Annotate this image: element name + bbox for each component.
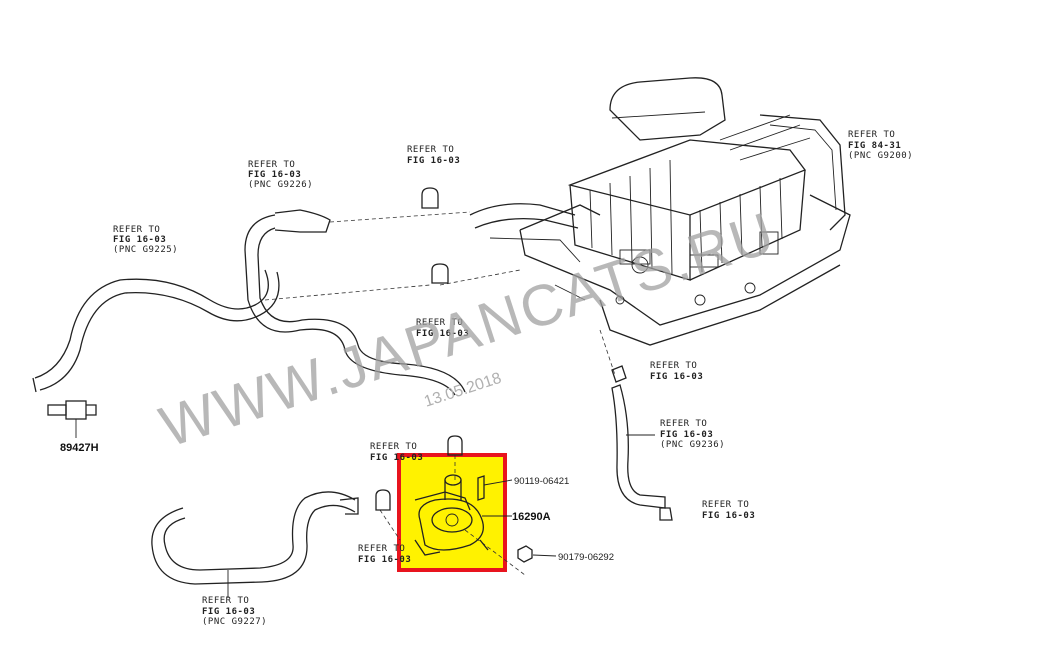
svg-text:FIG 16-03: FIG 16-03 (650, 372, 703, 382)
inverter-assembly (469, 77, 851, 346)
svg-text:REFER TO: REFER TO (650, 361, 697, 371)
refer-label-2: REFER TO FIG 16-03 (PNC G9225) (113, 225, 178, 255)
svg-text:(PNC G9227): (PNC G9227) (202, 617, 267, 627)
svg-text:FIG 16-03: FIG 16-03 (358, 555, 411, 565)
svg-text:FIG 16-03: FIG 16-03 (113, 235, 166, 245)
refer-label-1: REFER TO FIG 16-03 (PNC G9226) (248, 160, 313, 190)
svg-text:REFER TO: REFER TO (358, 544, 405, 554)
svg-text:REFER TO: REFER TO (407, 145, 454, 155)
svg-text:FIG 84-31: FIG 84-31 (848, 141, 901, 151)
svg-text:REFER TO: REFER TO (113, 225, 160, 235)
refer-label-8: REFER TO FIG 16-03 (370, 442, 423, 463)
svg-text:(PNC G9200): (PNC G9200) (848, 151, 913, 161)
nut-icon[interactable] (517, 545, 533, 563)
part-number-pump[interactable]: 16290A (512, 511, 551, 523)
clamp-icons (375, 187, 673, 521)
leader-lines (264, 211, 616, 576)
svg-text:FIG 16-03: FIG 16-03 (202, 607, 255, 617)
part-number-sensor[interactable]: 89427H (60, 442, 99, 454)
date-stamp: 13.05.2018 (422, 370, 504, 411)
svg-text:REFER TO: REFER TO (370, 442, 417, 452)
svg-text:FIG 16-03: FIG 16-03 (407, 156, 460, 166)
svg-text:REFER TO: REFER TO (702, 500, 749, 510)
refer-label-9: REFER TO FIG 16-03 (702, 500, 755, 521)
hose-right (611, 384, 666, 509)
part-leaders (482, 434, 655, 557)
refer-label-10: REFER TO FIG 16-03 (358, 544, 411, 565)
refer-label-4: REFER TO FIG 84-31 (PNC G9200) (848, 130, 913, 161)
svg-text:REFER TO: REFER TO (248, 160, 295, 170)
svg-text:REFER TO: REFER TO (660, 419, 707, 429)
temperature-sensor[interactable] (47, 400, 97, 438)
refer-label-5: REFER TO FIG 16-03 (416, 318, 469, 339)
svg-text:FIG 16-03: FIG 16-03 (416, 329, 469, 339)
part-number-nut[interactable]: 90179-06292 (558, 552, 614, 563)
water-pump[interactable] (414, 474, 489, 556)
hose-upper-center (244, 209, 466, 396)
svg-text:REFER TO: REFER TO (416, 318, 463, 328)
hose-lower-left (151, 491, 359, 585)
refer-label-7: REFER TO FIG 16-03 (PNC G9236) (660, 419, 725, 450)
svg-text:(PNC G9236): (PNC G9236) (660, 440, 725, 450)
refer-label-3: REFER TO FIG 16-03 (407, 145, 460, 166)
svg-text:(PNC G9226): (PNC G9226) (248, 180, 313, 190)
part-number-bolt[interactable]: 90119-06421 (514, 476, 569, 487)
refer-label-6: REFER TO FIG 16-03 (650, 361, 703, 382)
svg-text:FIG 16-03: FIG 16-03 (370, 453, 423, 463)
svg-text:REFER TO: REFER TO (202, 596, 249, 606)
highlight-box[interactable] (397, 453, 507, 572)
svg-text:FIG 16-03: FIG 16-03 (702, 511, 755, 521)
svg-text:FIG 16-03: FIG 16-03 (660, 430, 713, 440)
hose-left-long (32, 269, 280, 393)
svg-text:FIG 16-03: FIG 16-03 (248, 170, 301, 180)
refer-label-11: REFER TO FIG 16-03 (PNC G9227) (202, 596, 267, 627)
svg-text:REFER TO: REFER TO (848, 130, 895, 140)
svg-text:(PNC G9225): (PNC G9225) (113, 245, 178, 255)
